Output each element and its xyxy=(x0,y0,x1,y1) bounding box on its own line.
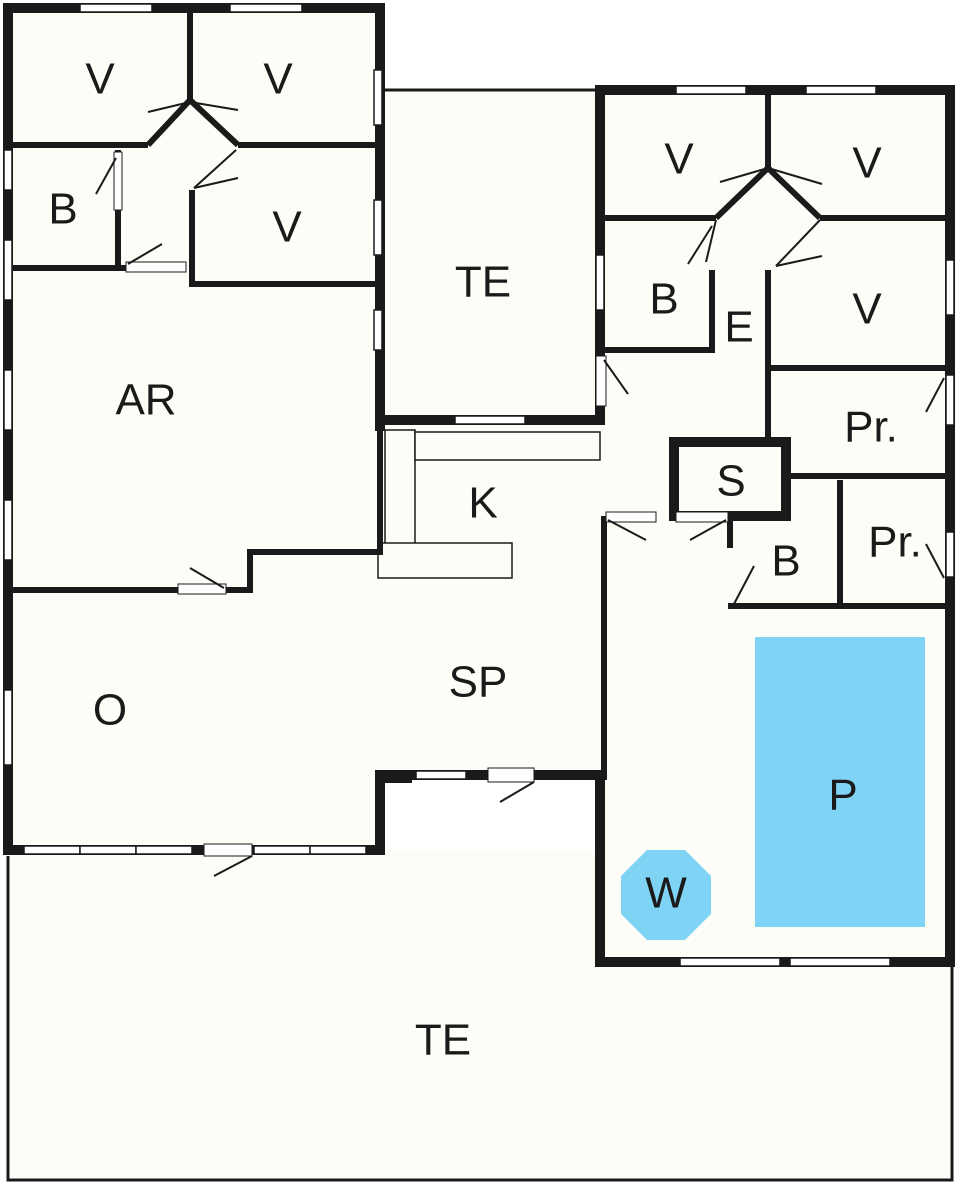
room-label-v-right-tl: V xyxy=(664,135,694,184)
room-label-ar: AR xyxy=(115,376,176,425)
room-label-p: P xyxy=(828,771,857,820)
room-labels: V V B V AR TE K O SP V V B E V Pr. S B P… xyxy=(48,55,922,1065)
room-label-v-right-tr: V xyxy=(852,139,882,188)
room-label-k: K xyxy=(468,479,497,528)
room-label-te-bottom: TE xyxy=(415,1016,471,1065)
room-label-v-left-lower: V xyxy=(272,203,302,252)
windows xyxy=(3,3,955,967)
pool-shape xyxy=(755,637,925,927)
doors xyxy=(95,101,945,877)
whirlpool-shape xyxy=(621,850,711,940)
room-label-b-right: B xyxy=(649,275,678,324)
room-label-o: O xyxy=(93,686,127,735)
room-label-s: S xyxy=(716,457,745,506)
room-label-pr-lower: Pr. xyxy=(868,518,922,567)
bottom-terrace-outline xyxy=(6,856,954,1182)
room-label-pr-upper: Pr. xyxy=(844,403,898,452)
room-label-b-pool: B xyxy=(771,537,800,586)
room-label-sp: SP xyxy=(449,658,508,707)
room-label-v-top-left: V xyxy=(85,55,115,104)
room-label-te-center: TE xyxy=(455,258,511,307)
room-label-v-right-lower: V xyxy=(852,285,882,334)
kitchen-counters xyxy=(377,429,601,579)
room-label-b-left: B xyxy=(48,185,77,234)
room-label-e: E xyxy=(724,303,753,352)
room-label-v-top-mid: V xyxy=(263,55,293,104)
room-label-w: W xyxy=(645,869,687,918)
